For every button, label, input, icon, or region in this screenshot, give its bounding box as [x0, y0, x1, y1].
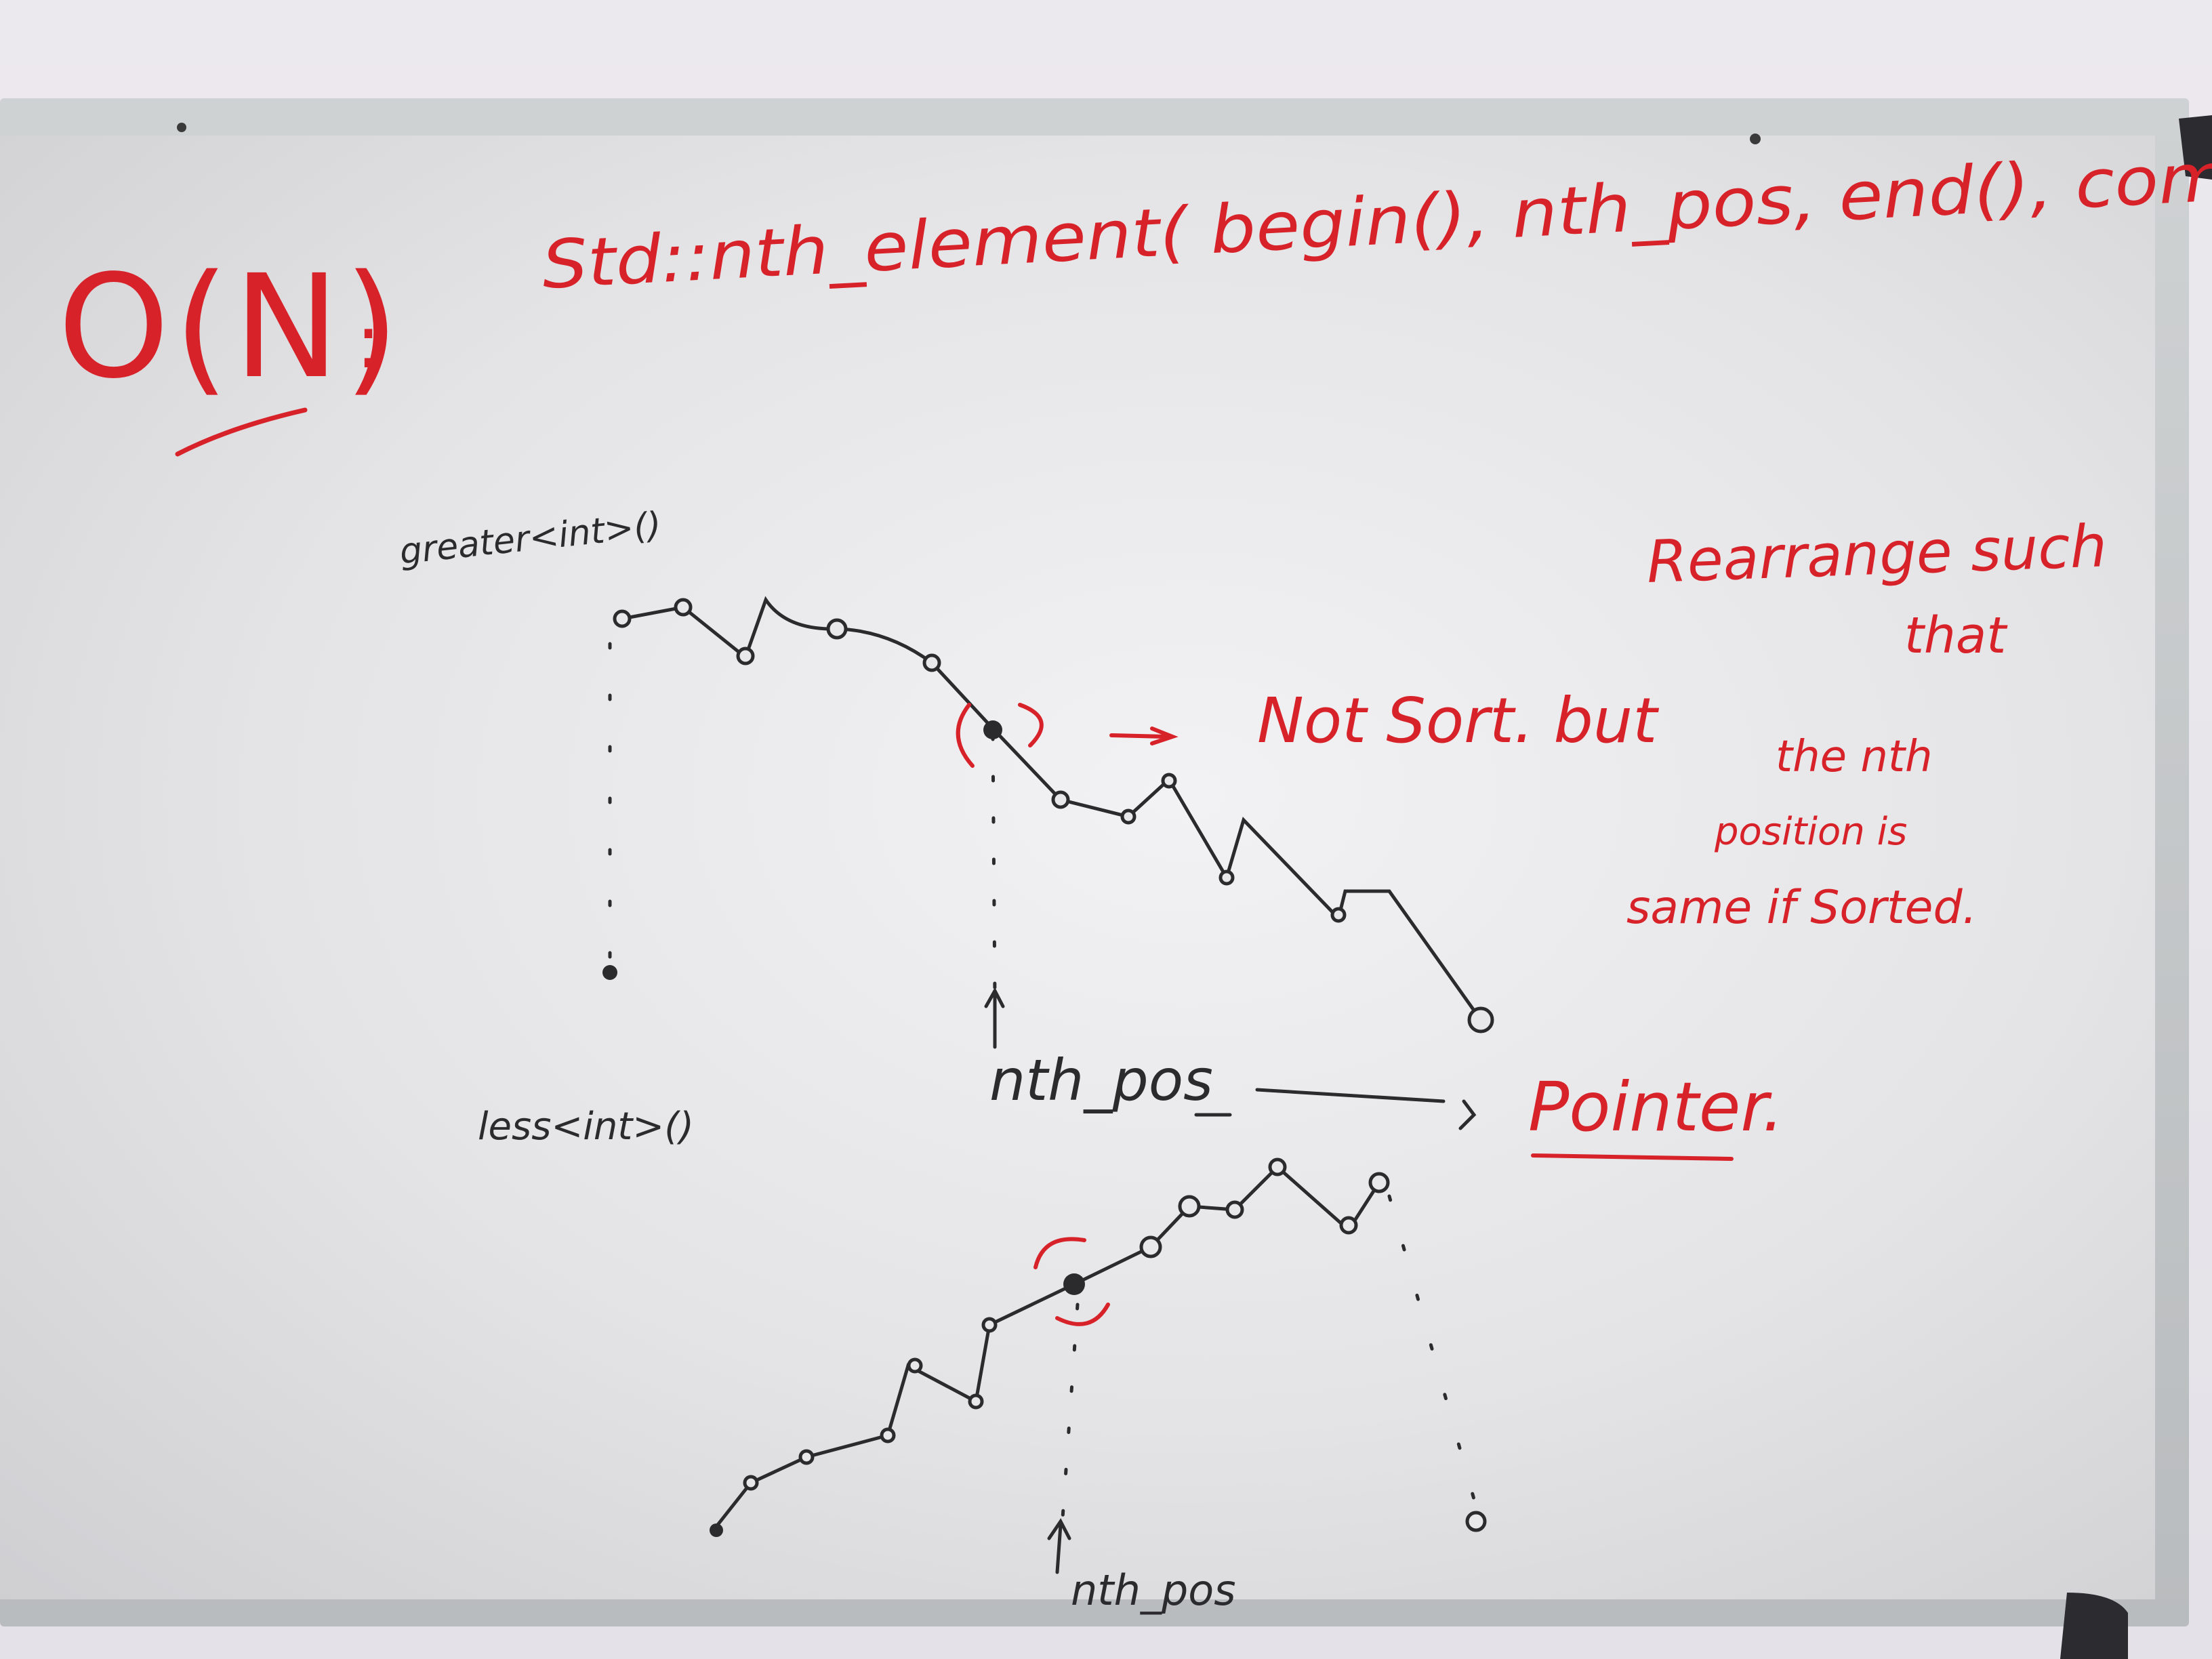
- bottom-graph-pivot-arrow: [1047, 1518, 1071, 1574]
- bottom-point-7: [1139, 1235, 1162, 1258]
- top-point-10: [1330, 907, 1347, 923]
- bottom-graph-points: [743, 1158, 1487, 1532]
- top-graph-pivot-arrow: [984, 987, 1005, 1049]
- bottom-point-12: [1368, 1172, 1390, 1193]
- bottom-point-8: [1178, 1195, 1201, 1218]
- pointer-underline: [1531, 1153, 1734, 1161]
- whiteboard-surface: [0, 136, 2155, 1599]
- note-line-3: the nth: [1776, 732, 1933, 782]
- not-sort-note: Not Sort. but: [1257, 684, 1658, 757]
- top-pivot-label: nth_pos: [989, 1047, 1213, 1113]
- top-point-3: [736, 647, 755, 665]
- bottom-point-6: [981, 1317, 998, 1333]
- complexity-label: O(N): [58, 244, 404, 410]
- bottom-point-3: [880, 1427, 896, 1443]
- bottom-graph: [713, 1164, 1479, 1574]
- note-line-5: same if Sorted.: [1626, 881, 1978, 935]
- bottom-point-13: [1465, 1511, 1487, 1532]
- top-point-1: [613, 609, 632, 628]
- top-graph-pivot-drop: [991, 733, 997, 998]
- top-graph-points: [613, 598, 1494, 1033]
- mount-screw-left: [177, 123, 186, 132]
- top-point-7: [1120, 808, 1136, 825]
- top-note-arrow: [1109, 726, 1179, 745]
- bottom-left-end-point: [710, 1523, 723, 1537]
- bottom-point-9: [1225, 1200, 1244, 1219]
- top-point-2: [674, 598, 693, 617]
- frame-corner-bottom-right: [2060, 1593, 2128, 1659]
- top-point-11: [1467, 1006, 1494, 1033]
- top-point-9: [1218, 869, 1235, 886]
- bottom-pivot-highlight-bottom: [1055, 1303, 1110, 1326]
- top-pivot-point: [983, 720, 1002, 739]
- top-point-4: [826, 618, 848, 640]
- complexity-underline: [175, 407, 308, 457]
- top-point-8: [1161, 773, 1177, 789]
- top-left-end-point: [602, 965, 617, 980]
- bottom-pivot-highlight-top: [1033, 1237, 1086, 1269]
- bottom-point-11: [1339, 1216, 1358, 1235]
- bottom-point-1: [743, 1475, 759, 1491]
- bottom-graph-pivot-drop: [1061, 1303, 1080, 1520]
- top-point-6: [1051, 790, 1070, 809]
- top-pivot-highlight-left: [956, 703, 975, 768]
- top-graph-pointer-arrow: [1255, 1088, 1477, 1130]
- mount-screw-right: [1750, 134, 1761, 144]
- pointer-label: Pointer.: [1528, 1067, 1784, 1147]
- complexity-colon: :: [356, 298, 382, 385]
- bottom-graph-right-drop: [1387, 1194, 1479, 1513]
- frame-corner-top-right: [2179, 115, 2212, 180]
- bottom-pivot-point: [1063, 1273, 1085, 1295]
- bottom-graph-line: [713, 1164, 1381, 1530]
- bottom-pivot-label: nth_pos: [1071, 1565, 1236, 1615]
- less-comparator-label: less<int>(): [478, 1105, 694, 1149]
- top-point-5: [922, 653, 941, 672]
- bottom-point-2: [798, 1449, 815, 1465]
- note-line-4: position is: [1715, 810, 1908, 854]
- bottom-point-10: [1268, 1158, 1287, 1176]
- bottom-point-5: [968, 1393, 984, 1410]
- top-pivot-highlight-right: [1018, 703, 1044, 747]
- bottom-point-4: [907, 1357, 923, 1374]
- note-line-2: that: [1904, 607, 2007, 665]
